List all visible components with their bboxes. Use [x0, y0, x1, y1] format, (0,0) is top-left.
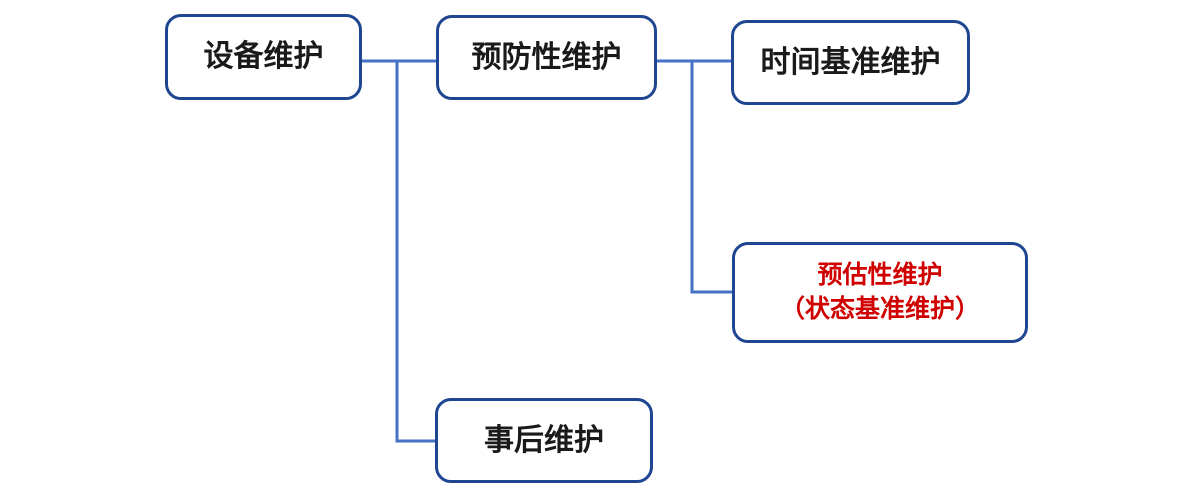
- node-time-based-maintenance: 时间基准维护: [731, 20, 970, 105]
- node-label: 事后维护: [484, 423, 604, 457]
- node-label: 预防性维护: [471, 40, 622, 74]
- connector-root-to-breakdown: [395, 61, 436, 443]
- node-label-line2: （状态基准维护）: [779, 294, 980, 323]
- node-label-line1: 预估性维护: [817, 260, 943, 289]
- node-preventive-maintenance: 预防性维护: [436, 15, 657, 100]
- node-equipment-maintenance: 设备维护: [165, 14, 362, 100]
- node-predictive-maintenance: 预估性维护 （状态基准维护）: [732, 242, 1028, 343]
- node-breakdown-maintenance: 事后维护: [435, 398, 653, 483]
- node-label: 设备维护: [203, 40, 324, 74]
- node-label: 时间基准维护: [760, 45, 941, 79]
- connector-preventive-to-predictive: [690, 61, 733, 294]
